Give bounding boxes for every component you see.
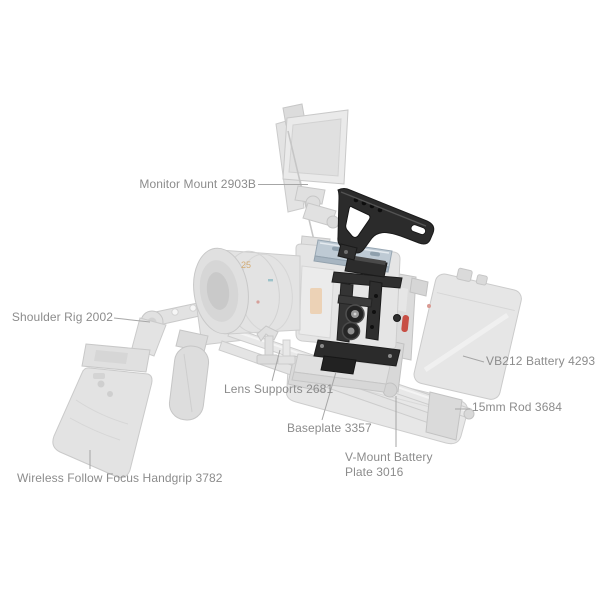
- label-wireless-follow-focus-handgrip: Wireless Follow Focus Handgrip 3782: [17, 471, 223, 485]
- label-monitor-mount: Monitor Mount 2903B: [139, 177, 256, 191]
- leader-lines: [89, 184, 485, 469]
- leader-lens-supports: [271, 349, 281, 382]
- leader-vb212-battery: [462, 355, 485, 363]
- battery: [413, 267, 522, 400]
- handgrip: [52, 343, 153, 478]
- lens-focal-marking: 25: [241, 260, 251, 270]
- leader-shoulder-rig: [113, 317, 151, 323]
- label-lens-supports: Lens Supports 2681: [224, 382, 334, 396]
- top-handle: [337, 188, 435, 261]
- lens: 25: [193, 247, 301, 335]
- label-v-mount-battery-plate: V-Mount Battery Plate 3016: [345, 450, 433, 479]
- label-shoulder-rig: Shoulder Rig 2002: [11, 310, 113, 324]
- monitor-mount-ghost: [294, 185, 340, 229]
- foam-grip: [168, 329, 210, 421]
- label-baseplate: Baseplate 3357: [287, 421, 372, 435]
- camera-tally: [310, 288, 322, 314]
- lens-supports: [256, 325, 296, 365]
- camera-cage: [313, 271, 410, 375]
- leader-baseplate: [321, 371, 337, 421]
- label-vb212-battery: VB212 Battery 4293: [486, 354, 596, 368]
- label-rod-15mm: 15mm Rod 3684: [472, 400, 563, 414]
- red-knob: [401, 315, 410, 333]
